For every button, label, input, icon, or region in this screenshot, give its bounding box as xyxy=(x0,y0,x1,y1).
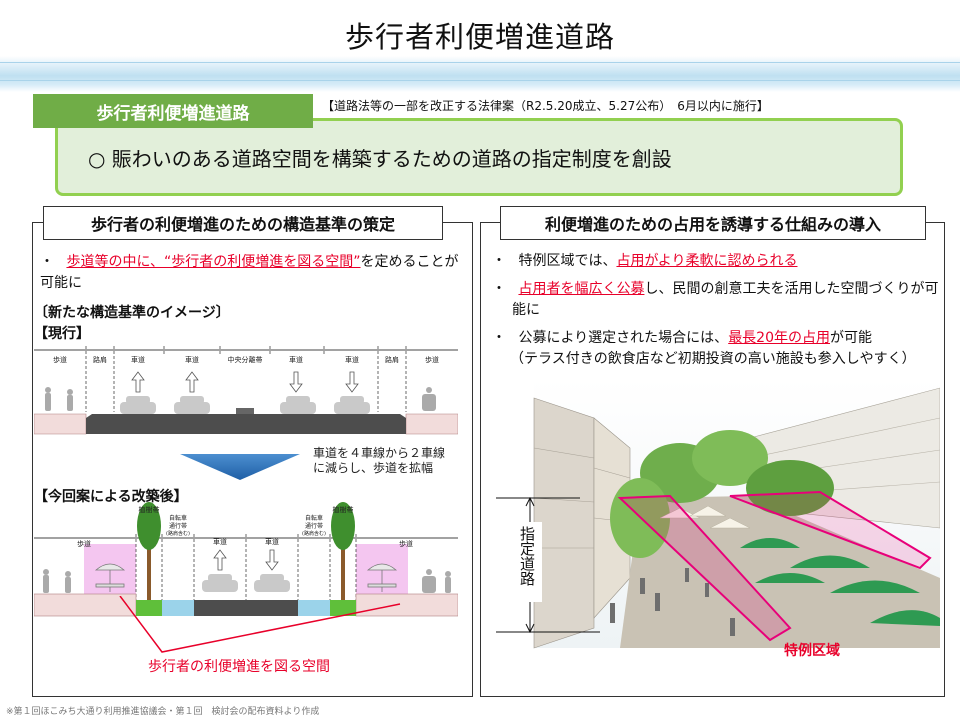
band-line xyxy=(0,62,960,63)
lane-label-bike: 自転車 xyxy=(305,514,323,522)
change-note: 車道を４車線から２車線 に減らし、歩道を拡幅 xyxy=(313,446,445,476)
lane-label-sidewalk: 歩道 xyxy=(399,539,413,548)
right-panel-heading: 利便増進のための占用を誘導する仕組みの導入 xyxy=(500,206,926,240)
bullet-marker: ・ xyxy=(492,281,506,297)
image-label: 〔新たな構造基準のイメージ〕 xyxy=(34,305,230,321)
lane-label-median: 中央分離帯 xyxy=(228,355,263,364)
bullet-text: 特例区域では、 xyxy=(518,253,617,269)
right-bullet-2: ・ 占用者を幅広く公募し、民間の創意工夫を活用した空間づくりが可能に xyxy=(492,279,940,321)
tents xyxy=(659,505,751,529)
lane-dividers xyxy=(85,346,407,412)
right-bullet-1: ・ 特例区域では、占用がより柔軟に認められる xyxy=(492,251,937,272)
lane-label-shoulder: 路肩 xyxy=(93,355,107,364)
lane-label-bike-sub: (路肩含む) xyxy=(166,530,190,537)
bullet-text: し、民間の創意工夫を活用した空間づくりが可能に xyxy=(512,281,939,318)
band-line xyxy=(0,80,960,81)
bullet-marker: ・ xyxy=(492,253,506,269)
street-illustration xyxy=(496,378,940,649)
lane-label-road: 車道 xyxy=(131,355,145,364)
lane-label-sidewalk: 歩道 xyxy=(425,355,439,364)
lane-dividers xyxy=(135,534,357,600)
lane-label-planting: 植樹帯 xyxy=(333,505,354,514)
lane-label-road: 車道 xyxy=(345,355,359,364)
law-note: 【道路法等の一部を改正する法律案（R2.5.20成立、5.27公布） 6月以内に… xyxy=(322,99,769,113)
right-bullet-3: ・ 公募により選定された場合には、最長20年の占用が可能 xyxy=(492,328,940,349)
direction-arrows xyxy=(213,549,279,571)
slide-title: 歩行者利便増進道路 xyxy=(344,20,615,54)
bullet-marker: ・ xyxy=(40,254,54,270)
lane-label-road: 車道 xyxy=(213,537,227,546)
change-note-line1: 車道を４車線から２車線 xyxy=(313,446,446,460)
after-cross-section: 歩道 植樹帯 自転車 通行帯 (路肩含む) 車道 車道 自転車 通行帯 (路肩含… xyxy=(34,502,458,617)
street-trees xyxy=(137,502,355,600)
bullet-text: が可能 xyxy=(830,330,873,346)
direction-arrows xyxy=(131,371,359,393)
footer-note: ※第１回ほこみち大通り利用推進協議会・第１回 検討会の配布資料より作成 xyxy=(6,707,320,717)
right-bullet-3-sub: （テラス付きの飲食店など初期投資の高い施設も参入しやすく） xyxy=(510,351,916,367)
lane-label-bike: 通行帯 xyxy=(169,522,187,530)
title-band xyxy=(0,56,960,92)
bullet-highlight: 占用がより柔軟に認められる xyxy=(616,253,798,269)
cars xyxy=(120,396,370,414)
change-note-line2: に減らし、歩道を拡幅 xyxy=(313,461,434,475)
bullet-marker: ・ xyxy=(492,330,506,346)
lane-label-road: 車道 xyxy=(265,537,279,546)
lane-label-bike: 通行帯 xyxy=(305,522,323,530)
lane-label-shoulder: 路肩 xyxy=(385,355,399,364)
cafe-umbrellas xyxy=(94,563,398,592)
designated-road-label-bg xyxy=(518,522,542,602)
people xyxy=(610,568,735,636)
bullet-highlight: 占用者を幅広く公募 xyxy=(518,281,645,297)
left-bullet: ・ 歩道等の中に、“歩行者の利便増進を図る空間”を定めることが可能に xyxy=(40,252,460,294)
left-panel-heading: 歩行者の利便増進のための構造基準の策定 xyxy=(43,206,443,240)
designated-road-label: 指定道路 xyxy=(518,526,536,586)
lane-label-road: 車道 xyxy=(289,355,303,364)
left-bullet-rest: を定めることが可能に xyxy=(40,254,459,291)
lane-label-sidewalk: 歩道 xyxy=(77,539,91,548)
summary-box: ○ 賑わいのある道路空間を構築するための道路の指定制度を創設 xyxy=(55,118,903,196)
cars xyxy=(202,574,290,592)
median-block xyxy=(236,408,254,414)
summary-text: ○ 賑わいのある道路空間を構築するための道路の指定制度を創設 xyxy=(88,147,672,171)
space-caption: 歩行者の利便増進を図る空間 xyxy=(148,659,330,675)
special-zone-outline xyxy=(617,490,932,642)
left-bullet-highlight: 歩道等の中に、“歩行者の利便増進を図る空間” xyxy=(66,254,361,270)
current-label: 【現行】 xyxy=(34,326,90,342)
law-label: 歩行者利便増進道路 xyxy=(33,94,313,128)
lane-label-road: 車道 xyxy=(185,355,199,364)
pedestrians xyxy=(43,569,451,593)
road-surface xyxy=(620,496,940,648)
lane-label-sidewalk: 歩道 xyxy=(53,355,67,364)
special-zone-label: 特例区域 xyxy=(784,643,840,659)
pedestrians xyxy=(45,387,436,411)
green-parasols xyxy=(740,538,940,626)
lane-label-planting: 植樹帯 xyxy=(139,505,160,514)
trees xyxy=(610,430,834,558)
lane-label-bike: 自転車 xyxy=(169,514,187,522)
bullet-highlight: 最長20年の占用 xyxy=(728,330,831,346)
space-callout-lines xyxy=(119,596,401,653)
lane-label-bike-sub: (路肩含む) xyxy=(302,530,326,537)
current-cross-section: 歩道 路肩 車道 車道 中央分離帯 車道 車道 路肩 歩道 xyxy=(34,346,458,435)
change-arrow xyxy=(180,454,300,480)
after-label: 【今回案による改築後】 xyxy=(34,489,188,505)
bullet-text: 公募により選定された場合には、 xyxy=(518,330,729,346)
